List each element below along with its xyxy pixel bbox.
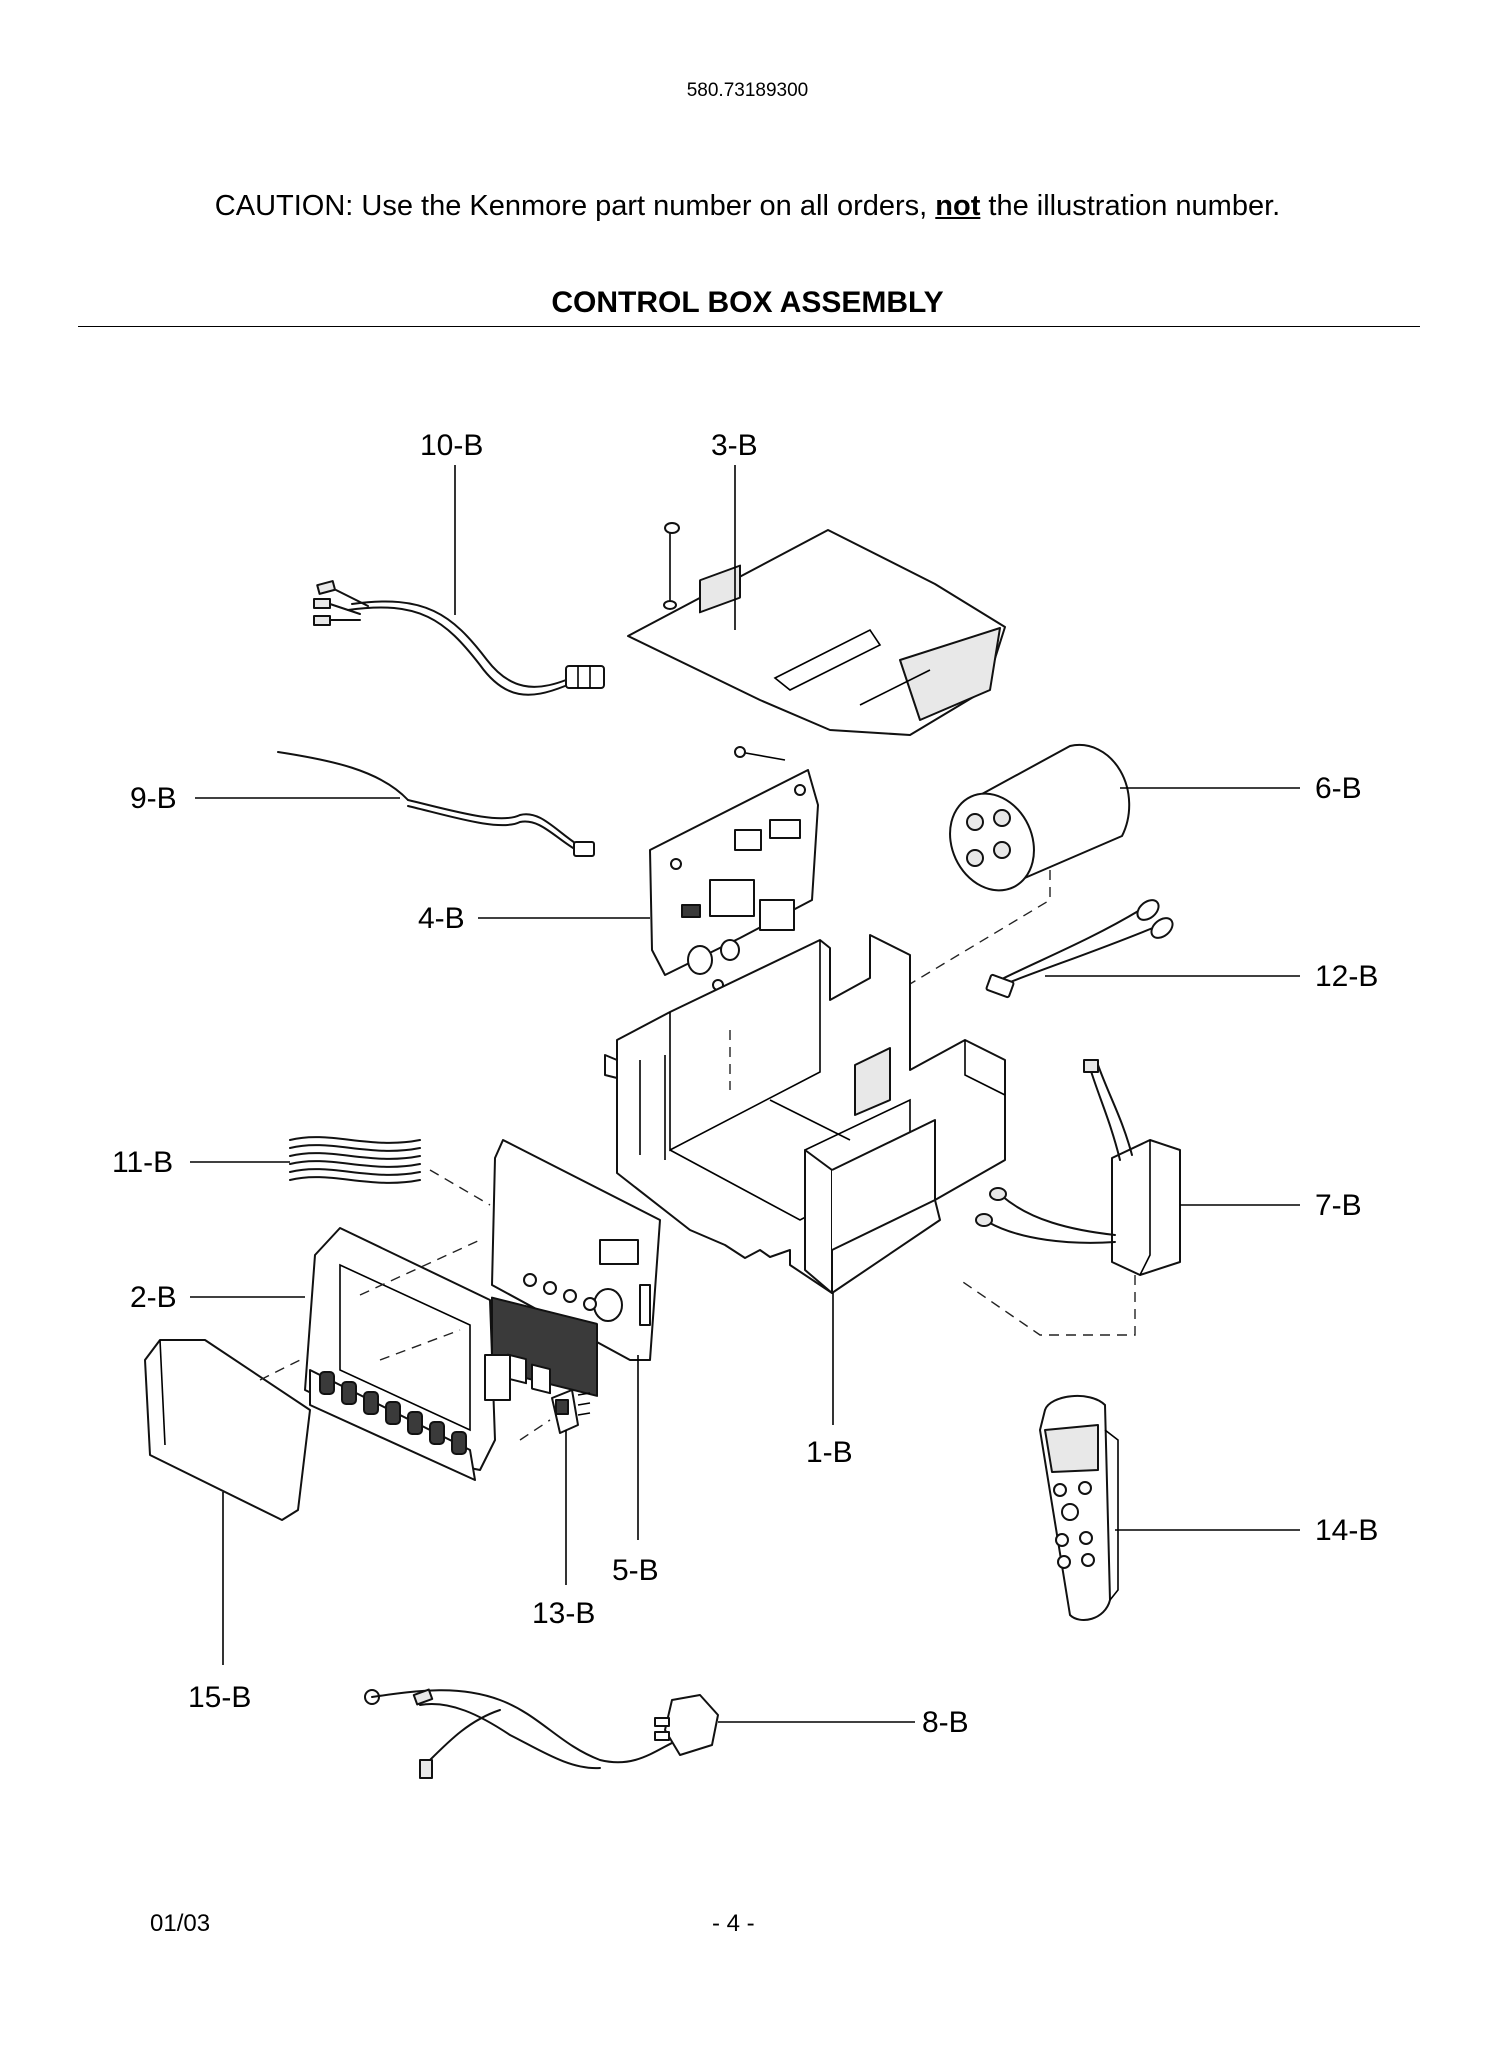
part-ribbon-cable [289,1136,491,1206]
callout-9-b: 9-B [130,782,177,815]
caution-emphasis: not [935,190,981,222]
part-main-pcb [649,564,819,991]
callout-10-b: 10-B [420,429,483,462]
title-divider [78,326,1420,327]
part-wire-12 [985,899,1174,999]
footer-page-number: - 4 - [712,1910,755,1937]
callout-13-b: 13-B [532,1597,595,1630]
part-display-board [491,1139,661,1397]
callout-15-b: 15-B [188,1681,251,1714]
part-wire-harness-10 [313,580,605,696]
callout-12-b: 12-B [1315,960,1378,993]
leader-lines [190,465,1300,1723]
part-thermistor-sensor [277,751,595,857]
part-top-cover [627,522,1006,736]
callout-14-b: 14-B [1315,1514,1378,1547]
part-transformer [959,1059,1181,1336]
callout-2-b: 2-B [130,1281,177,1314]
caution-notice: CAUTION: Use the Kenmore part number on … [0,190,1495,223]
part-front-frame [304,1227,511,1481]
part-control-box [604,934,1006,1294]
part-switch [519,1389,591,1441]
part-front-cover [144,1339,311,1521]
section-title: CONTROL BOX ASSEMBLY [551,286,944,319]
callout-5-b: 5-B [612,1554,659,1587]
caution-prefix: CAUTION: Use the Kenmore part number on … [214,190,928,222]
callout-7-b: 7-B [1315,1189,1362,1222]
footer-date: 01/03 [150,1910,211,1937]
callout-1-b: 1-B [806,1436,853,1469]
callout-3-b: 3-B [711,429,758,462]
callout-6-b: 6-B [1315,772,1362,805]
part-remote-control [1039,1394,1119,1621]
model-number: 580.73189300 [686,80,809,101]
caution-suffix: the illustration number. [988,190,1281,222]
callout-4-b: 4-B [418,902,465,935]
callout-8-b: 8-B [922,1706,969,1739]
callout-11-b: 11-B [112,1146,173,1179]
part-capacitor [899,743,1131,991]
part-power-cord [364,1688,719,1779]
